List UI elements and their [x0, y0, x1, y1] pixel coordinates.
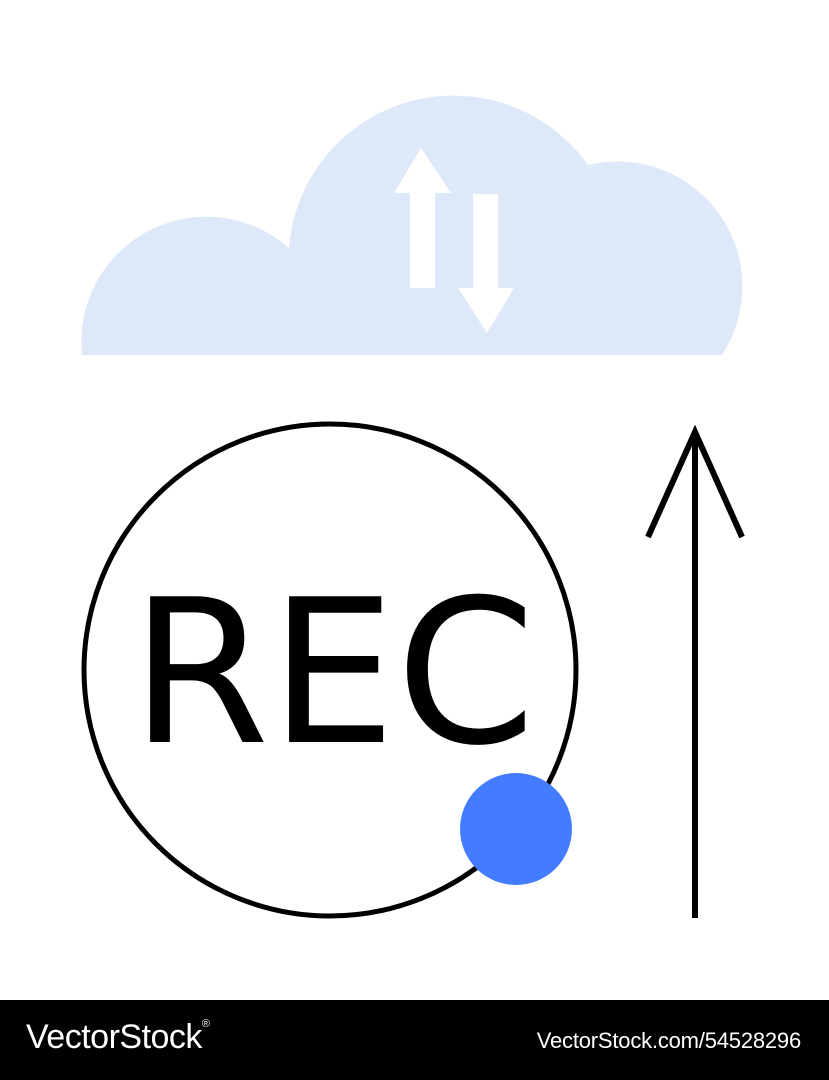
- footer-brand-mark: ®: [201, 1018, 210, 1030]
- footer-brand-logo: VectorStock®: [26, 1018, 210, 1057]
- record-dot-icon: [460, 773, 572, 885]
- rec-label: REC: [131, 557, 536, 790]
- up-arrow-icon: [645, 424, 745, 918]
- watermark-footer: VectorStock® VectorStock.com/54528296: [0, 1000, 829, 1080]
- record-circle: [81, 421, 579, 919]
- illustration-canvas: REC: [81, 95, 745, 919]
- footer-brand-name: VectorStock: [26, 1018, 202, 1056]
- record-button-icon: REC: [81, 421, 579, 919]
- cloud-up-arrow-icon: [394, 148, 451, 288]
- cloud-down-arrow-icon: [458, 194, 514, 333]
- upload-download-arrows-icon: [394, 148, 514, 333]
- footer-image-id: VectorStock.com/54528296: [536, 1028, 801, 1053]
